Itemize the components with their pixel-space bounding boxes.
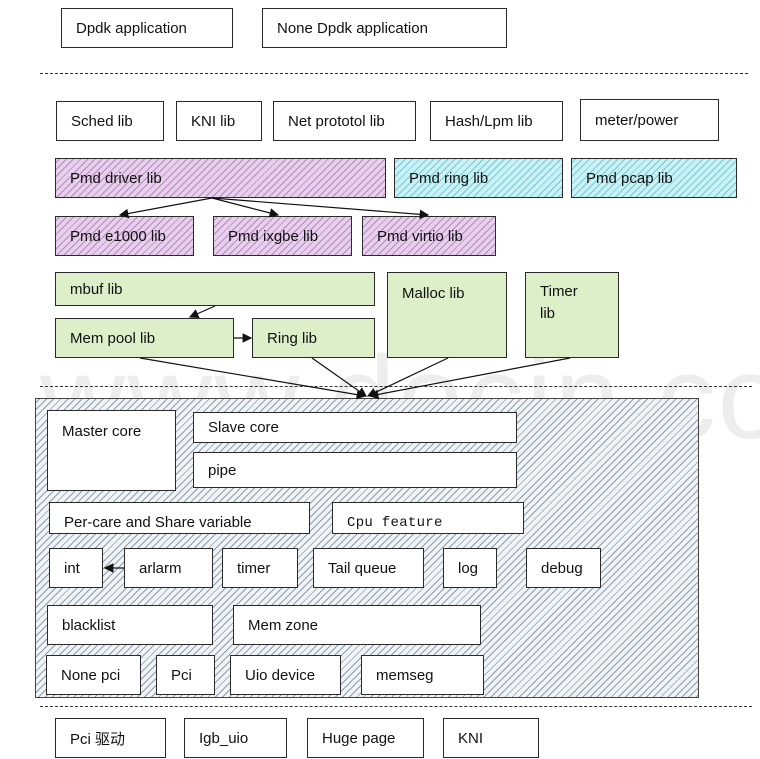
pmd-ixgbe-lib-box: Pmd ixgbe lib bbox=[213, 216, 352, 256]
meter-power-box: meter/power bbox=[580, 99, 719, 141]
pmd-pcap-lib-box: Pmd pcap lib bbox=[571, 158, 737, 198]
hash-lpm-lib-label: Hash/Lpm lib bbox=[445, 112, 533, 130]
sched-lib-box: Sched lib bbox=[56, 101, 164, 141]
timer-lib-box: Timer lib bbox=[525, 272, 619, 358]
kni-lib-box: KNI lib bbox=[176, 101, 262, 141]
pci-driver-box: Pci 驱动 bbox=[55, 718, 166, 758]
tail-queue-label: Tail queue bbox=[328, 559, 397, 577]
arlarm-label: arlarm bbox=[139, 559, 182, 577]
memseg-box: memseg bbox=[361, 655, 484, 695]
arrow-ring-to-eal bbox=[311, 357, 367, 397]
arrow-mbuf-to-mempool bbox=[188, 305, 216, 319]
pmd-virtio-lib-box: Pmd virtio lib bbox=[362, 216, 496, 256]
pci-box: Pci bbox=[156, 655, 215, 695]
tail-queue-box: Tail queue bbox=[313, 548, 424, 588]
none-pci-box: None pci bbox=[46, 655, 141, 695]
pci-driver-label: Pci 驱动 bbox=[70, 730, 126, 748]
ring-lib-box: Ring lib bbox=[252, 318, 375, 358]
slave-core-label: Slave core bbox=[208, 419, 279, 436]
igb-uio-label: Igb_uio bbox=[199, 729, 249, 747]
separator-line-2 bbox=[40, 386, 752, 387]
pmd-e1000-lib-label: Pmd e1000 lib bbox=[70, 227, 166, 245]
arrow-driver-to-ixgbe bbox=[211, 197, 280, 218]
pmd-e1000-lib-box: Pmd e1000 lib bbox=[55, 216, 194, 256]
dpdk-application-label: Dpdk application bbox=[76, 19, 187, 37]
pmd-driver-lib-box: Pmd driver lib bbox=[55, 158, 386, 198]
uio-device-box: Uio device bbox=[230, 655, 341, 695]
pmd-pcap-lib-label: Pmd pcap lib bbox=[586, 169, 673, 187]
huge-page-box: Huge page bbox=[307, 718, 424, 758]
mem-pool-lib-label: Mem pool lib bbox=[70, 329, 156, 347]
memseg-label: memseg bbox=[376, 666, 434, 684]
master-core-label: Master core bbox=[62, 423, 142, 440]
blacklist-box: blacklist bbox=[47, 605, 213, 645]
kni-box: KNI bbox=[443, 718, 539, 758]
cpu-feature-box: Cpu feature bbox=[332, 502, 524, 534]
mem-zone-box: Mem zone bbox=[233, 605, 481, 645]
pmd-ring-lib-box: Pmd ring lib bbox=[394, 158, 563, 198]
timer-label: timer bbox=[237, 559, 271, 577]
huge-page-label: Huge page bbox=[322, 729, 396, 747]
timer-lib-label: Timer lib bbox=[540, 283, 578, 322]
none-dpdk-application-label: None Dpdk application bbox=[277, 19, 428, 37]
mbuf-lib-label: mbuf lib bbox=[70, 280, 123, 298]
separator-line-3 bbox=[40, 706, 752, 707]
int-label: int bbox=[64, 559, 80, 577]
mbuf-lib-box: mbuf lib bbox=[55, 272, 375, 306]
net-protocol-lib-label: Net prototol lib bbox=[288, 112, 385, 130]
sched-lib-label: Sched lib bbox=[71, 112, 133, 130]
none-dpdk-application-box: None Dpdk application bbox=[262, 8, 507, 48]
int-box: int bbox=[49, 548, 103, 588]
percore-share-label: Per-care and Share variable bbox=[64, 514, 252, 531]
malloc-lib-box: Malloc lib bbox=[387, 272, 507, 358]
slave-core-box: Slave core bbox=[193, 412, 517, 443]
log-label: log bbox=[458, 559, 479, 577]
net-protocol-lib-box: Net prototol lib bbox=[273, 101, 416, 141]
arrow-driver-to-e1000 bbox=[118, 197, 213, 219]
hash-lpm-lib-box: Hash/Lpm lib bbox=[430, 101, 563, 141]
master-core-box: Master core bbox=[47, 410, 176, 491]
mem-zone-label: Mem zone bbox=[248, 616, 319, 634]
pipe-box: pipe bbox=[193, 452, 517, 488]
pipe-label: pipe bbox=[208, 461, 237, 479]
malloc-lib-label: Malloc lib bbox=[402, 285, 465, 302]
pmd-driver-lib-label: Pmd driver lib bbox=[70, 169, 162, 187]
meter-power-label: meter/power bbox=[595, 111, 679, 129]
arrow-timer-to-eal bbox=[368, 357, 571, 400]
debug-label: debug bbox=[541, 559, 583, 577]
mem-pool-lib-box: Mem pool lib bbox=[55, 318, 234, 358]
arrow-mempool-to-eal bbox=[139, 357, 367, 400]
pmd-ixgbe-lib-label: Pmd ixgbe lib bbox=[228, 227, 319, 245]
log-box: log bbox=[443, 548, 497, 588]
none-pci-label: None pci bbox=[61, 666, 121, 684]
pci-label: Pci bbox=[171, 666, 192, 684]
pmd-ring-lib-label: Pmd ring lib bbox=[409, 169, 489, 187]
dpdk-application-box: Dpdk application bbox=[61, 8, 233, 48]
timer-box: timer bbox=[222, 548, 298, 588]
pmd-virtio-lib-label: Pmd virtio lib bbox=[377, 227, 463, 245]
arrow-malloc-to-eal bbox=[366, 357, 449, 397]
uio-device-label: Uio device bbox=[245, 666, 316, 684]
kni-lib-label: KNI lib bbox=[191, 112, 236, 130]
blacklist-label: blacklist bbox=[62, 616, 116, 634]
arrow-driver-to-virtio bbox=[211, 197, 430, 220]
ring-lib-label: Ring lib bbox=[267, 329, 318, 347]
arlarm-box: arlarm bbox=[124, 548, 213, 588]
percore-share-box: Per-care and Share variable bbox=[49, 502, 310, 534]
separator-line-1 bbox=[40, 73, 748, 74]
kni-label: KNI bbox=[458, 729, 484, 747]
debug-box: debug bbox=[526, 548, 601, 588]
igb-uio-box: Igb_uio bbox=[184, 718, 287, 758]
cpu-feature-label: Cpu feature bbox=[347, 515, 443, 531]
